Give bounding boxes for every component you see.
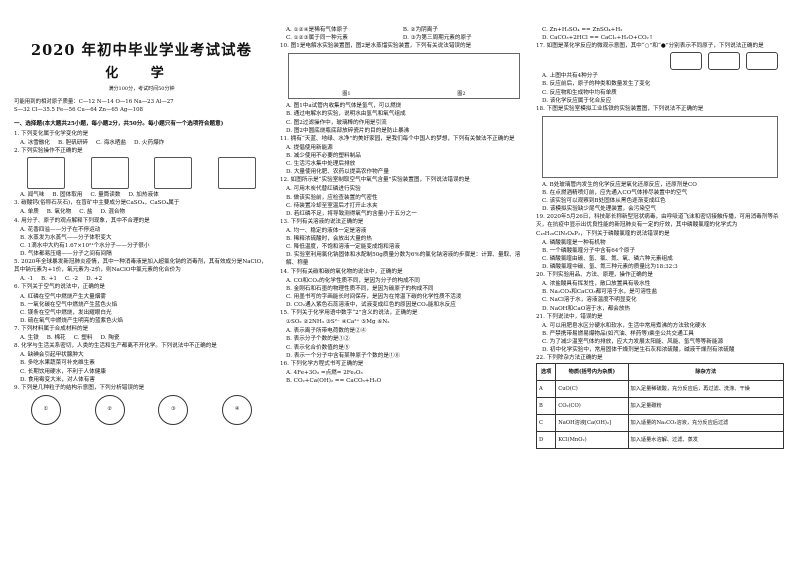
question-17: 17. 如图是某化学反应的微观示意图，其中“○”和“●”分别表示不同原子，下列说… bbox=[536, 43, 764, 50]
column-left: 2020 年初中毕业学业考试试卷 化 学 满分100分，考试时间50分钟 可能用… bbox=[14, 30, 269, 428]
question-7: 7. 下列材料属于合成材料的是 bbox=[14, 325, 89, 332]
question-8: 8. 化学与生活关系密切，人类的生活和生产都离不开化学。下列说法中不正确的是 bbox=[14, 343, 217, 350]
cylinder-image bbox=[154, 157, 193, 190]
question-12: 12. 如图所示是“实验室制取空气中氧气含量”实验装置图，下列说法错误的是 bbox=[280, 177, 470, 184]
question-9: 9. 下列是几种粒子的结构示意图，下列分析错误的是 bbox=[14, 384, 145, 391]
lab-operation-images bbox=[14, 157, 269, 190]
question-4: 4. 用分子、原子的观点解释下列现象，其中不合理的是 bbox=[14, 217, 150, 224]
question-13: 13. 下列有关溶液的说法正确的是 bbox=[280, 218, 364, 225]
question-11: 11. 拥有“天蓝、地绿、水净”的美好家园，是我们每个中国人的梦想，下列有关做法… bbox=[280, 135, 515, 142]
question-19: 19. 2020年5月26日，科技部长称新型冠状病毒，由呼吸道飞沫和密切接触传播… bbox=[536, 214, 779, 237]
question-14: 14. 下列有关碳和碳的氧化物的说法中，正确的是 bbox=[280, 268, 403, 275]
subject-title: 化 学 bbox=[105, 66, 178, 82]
question-21: 21. 下列说法中，错误的是 bbox=[536, 313, 603, 320]
section-heading: 一、选择题(本大题共25小题，每小题2分，共50分。每小题只有一个选项符合题意) bbox=[14, 120, 224, 127]
question-3: 3. 碳酸钙(俗称石灰石)，在盲矿中主要成分是CaSO₄，CaSO₄属于 bbox=[14, 200, 180, 207]
solid-image bbox=[90, 157, 129, 190]
table-header: 选项 物质(括号内为杂质) 除杂方法 bbox=[535, 363, 785, 382]
question-6: 6. 下列关于空气的说法中，正确的是 bbox=[14, 284, 106, 291]
question-15: 15. 下列关于化学用语中数字“2”含义的说法，正确的是 bbox=[280, 310, 418, 317]
atom-diagram: ④ bbox=[222, 394, 253, 425]
question-18: 18. 下图是实验室模拟工业炼铁的实验装置图，下列说法不正确的是 bbox=[536, 105, 704, 112]
score-note: 满分100分，考试时间50分钟 bbox=[108, 85, 175, 92]
iron-smelting-apparatus bbox=[542, 115, 778, 178]
atom-diagram: ③ bbox=[158, 394, 189, 425]
question-5: 5. 2020年全球暴发新冠肺炎疫情，其中一种消毒液是加入超氯化钠的消毒剂，其有… bbox=[14, 259, 267, 274]
exam-title: 2020 年初中毕业学业考试试卷 bbox=[31, 42, 252, 59]
question-10: 10. 图1是电解水实验装置图，图2是水蒸馏实验装置，下列有关说法错误的是 bbox=[280, 43, 472, 50]
atom-diagram: ② bbox=[94, 394, 125, 425]
question-16: 16. 下列化学方程式书写正确的是 bbox=[280, 360, 364, 367]
atom-diagram: ① bbox=[30, 394, 61, 425]
formula-list: ①SO₂ ②2NH₃ ③S²⁻ ④Ca²⁺ ⑤Mg ⑥N₂ bbox=[286, 319, 390, 326]
atom-structure-diagrams: ① ② ③ ④ bbox=[14, 394, 269, 425]
question-22: 22. 下列除杂方法正确的是 bbox=[536, 355, 603, 362]
question-2: 2. 下列实验操作不正确的是 bbox=[14, 148, 83, 155]
question-20: 20. 下列实验用品、方法、原理，操作正确的是 bbox=[536, 272, 653, 279]
atomic-masses: 可能用到的相对原子质量：C—12 N—14 O—16 Na—23 Al—27 S… bbox=[14, 99, 174, 113]
heating-image bbox=[218, 157, 257, 190]
smell-image bbox=[26, 157, 65, 190]
question-1: 1. 下列变化属于化学变化的是 bbox=[14, 130, 89, 137]
molecule-diagram bbox=[542, 52, 778, 71]
